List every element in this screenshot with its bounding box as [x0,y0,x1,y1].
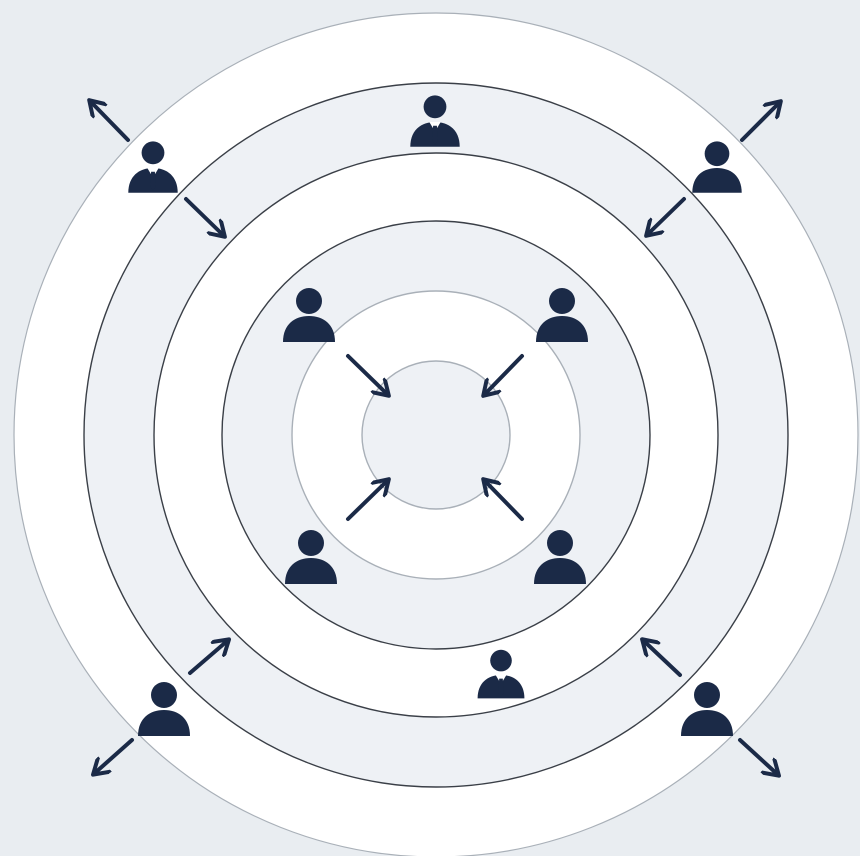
arrow-outward-bottom-left [96,738,134,772]
arrows-group [92,103,778,773]
arrow-outward-top-left [92,103,130,142]
arrow-inward-top-right [649,197,686,233]
arrow-to-core-bottom-left [346,482,386,521]
arrow-outward-bottom-right [738,738,776,773]
core-circle [361,360,511,510]
arrow-outward-top-right [740,104,778,142]
arrow-inward-top-left [184,197,222,234]
arrow-inward-bottom-right [645,642,682,677]
arrow-to-core-top-left [346,354,386,393]
arrow-to-core-bottom-right [486,482,524,521]
arrow-inward-bottom-left [188,642,226,675]
arrow-to-core-top-right [486,354,524,393]
